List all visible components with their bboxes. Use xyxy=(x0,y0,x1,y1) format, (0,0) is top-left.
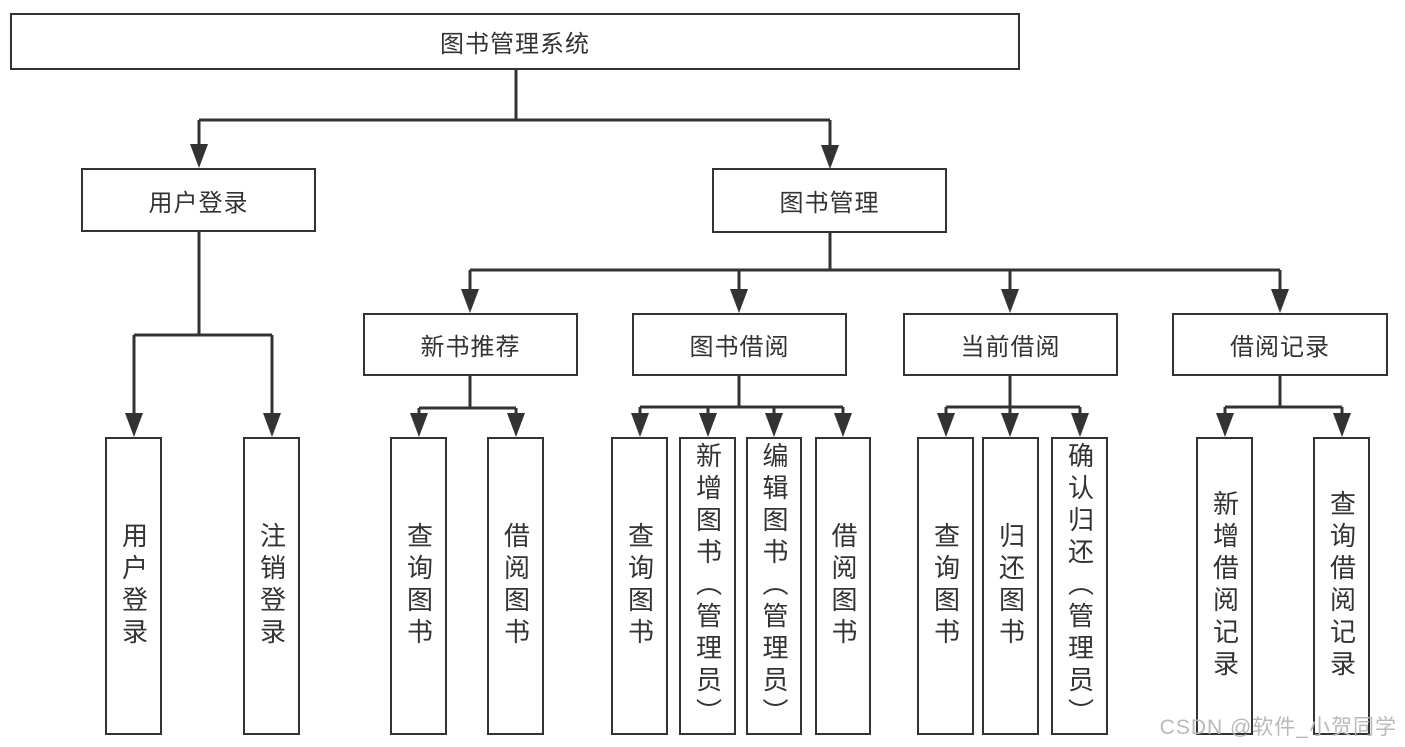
node-label: 图书管理系统 xyxy=(440,31,590,58)
node-user-login: 用户登录 xyxy=(81,168,316,232)
node-label: 注销登录 xyxy=(256,522,287,650)
leaf-add-borrow-record: 新增借阅记录 xyxy=(1196,437,1253,735)
node-book-borrow: 图书借阅 xyxy=(632,313,847,376)
node-current-borrow: 当前借阅 xyxy=(903,313,1118,376)
node-library-system: 图书管理系统 xyxy=(10,13,1020,70)
edge-management-to-level3 xyxy=(461,233,1289,313)
node-label: 图书借阅 xyxy=(689,334,790,361)
edge-borrow-to-leaves xyxy=(631,376,852,437)
leaf-user-login: 用户登录 xyxy=(105,437,162,735)
node-label: 借阅图书 xyxy=(500,522,531,650)
node-label: 新增借阅记录 xyxy=(1209,490,1240,682)
node-label: 新增图书（管理员） xyxy=(692,442,723,730)
node-label: 图书管理 xyxy=(779,190,880,217)
node-book-management: 图书管理 xyxy=(712,168,947,233)
node-label: 编辑图书（管理员） xyxy=(759,442,789,730)
leaf-add-book-admin: 新增图书（管理员） xyxy=(679,437,736,735)
node-label: 查询图书 xyxy=(930,522,961,650)
node-label: 借阅记录 xyxy=(1230,334,1330,361)
edge-newbook-to-leaves xyxy=(410,376,525,437)
leaf-query-books-newbook: 查询图书 xyxy=(390,437,447,735)
leaf-query-borrow-record: 查询借阅记录 xyxy=(1313,437,1370,735)
leaf-query-books-borrow: 查询图书 xyxy=(611,437,668,735)
node-label: 归还图书 xyxy=(995,522,1026,650)
leaf-borrow-books-newbook: 借阅图书 xyxy=(487,437,544,735)
edge-records-to-leaves xyxy=(1216,376,1351,437)
leaf-query-books-current: 查询图书 xyxy=(917,437,974,735)
node-label: 确认归还（管理员） xyxy=(1064,442,1095,730)
edge-current-to-leaves xyxy=(937,376,1089,437)
leaf-confirm-return-admin: 确认归还（管理员） xyxy=(1051,437,1108,735)
node-label: 用户登录 xyxy=(118,522,149,650)
csdn-watermark: CSDN @软件_小贺同学 xyxy=(1159,716,1397,739)
node-label: 当前借阅 xyxy=(960,334,1061,361)
edge-root-to-level2 xyxy=(190,70,839,169)
edge-login-to-leaves xyxy=(125,232,281,437)
node-label: 查询借阅记录 xyxy=(1326,490,1357,682)
node-label: 借阅图书 xyxy=(828,522,858,650)
node-label: 用户登录 xyxy=(148,189,249,217)
node-label: 查询图书 xyxy=(403,522,434,650)
leaf-logout: 注销登录 xyxy=(243,437,300,735)
leaf-return-book: 归还图书 xyxy=(982,437,1039,735)
node-label: 新书推荐 xyxy=(420,334,521,361)
leaf-edit-book-admin: 编辑图书（管理员） xyxy=(746,437,802,735)
leaf-borrow-books-borrow: 借阅图书 xyxy=(815,437,871,735)
node-label: 查询图书 xyxy=(624,522,655,650)
node-borrow-records: 借阅记录 xyxy=(1172,313,1388,376)
node-new-book-recommend: 新书推荐 xyxy=(363,313,578,376)
